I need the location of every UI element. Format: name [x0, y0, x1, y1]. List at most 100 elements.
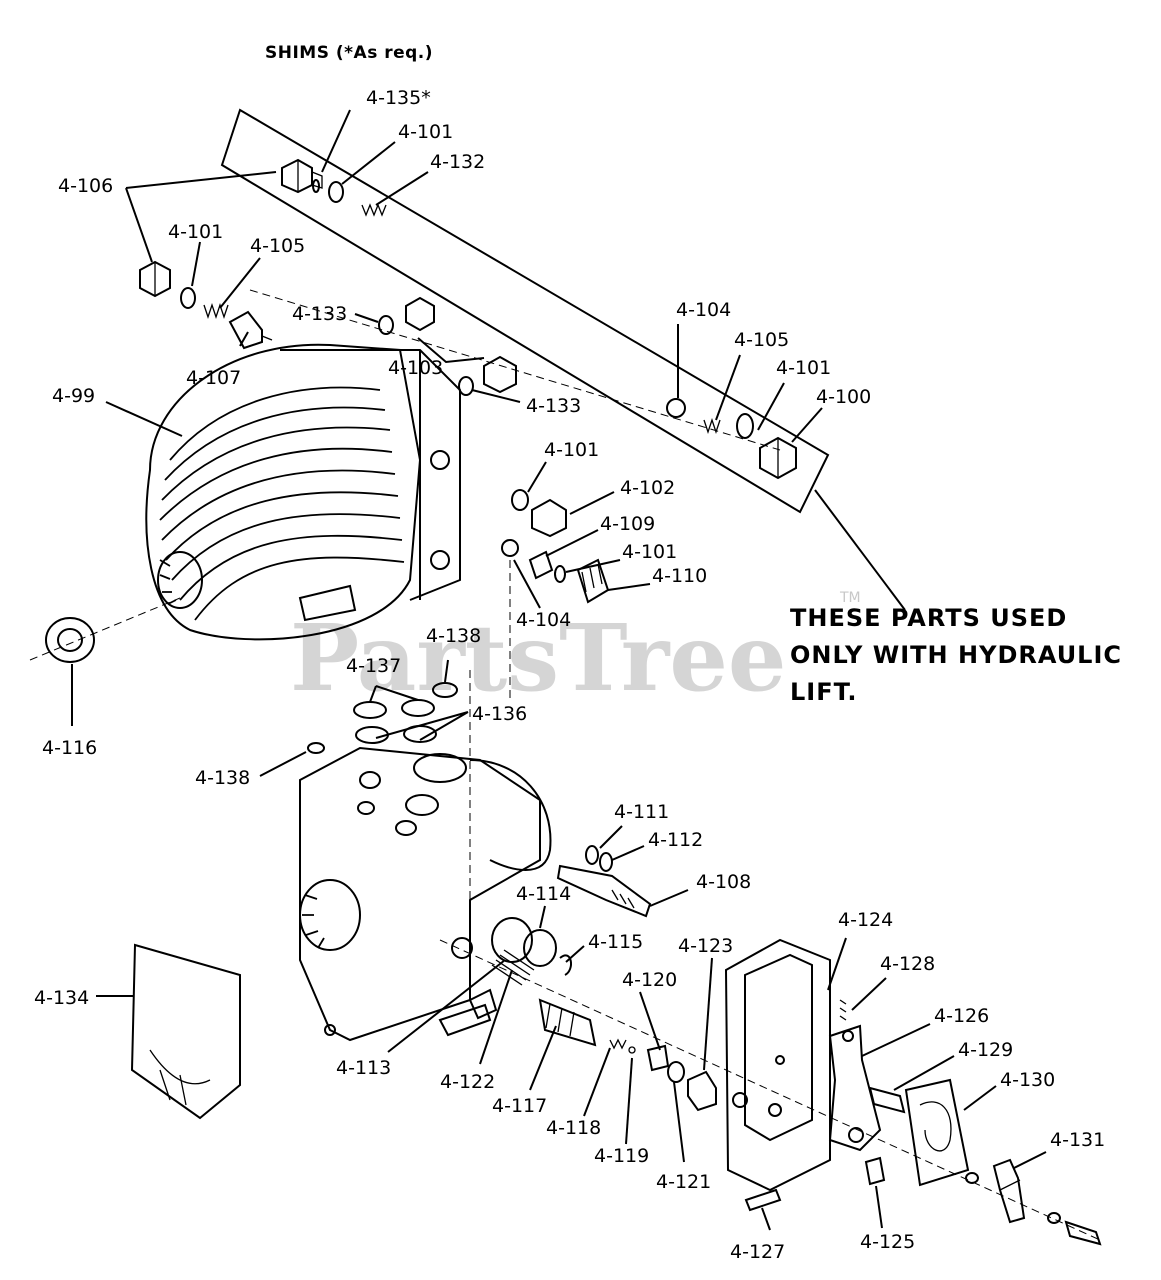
label-4-129: 4-129	[958, 1039, 1013, 1061]
label-4-101-mid: 4-101	[544, 439, 599, 461]
ball-4-104-lower	[501, 539, 519, 557]
hydraulic-note-line-3: LIFT.	[790, 678, 857, 706]
clip-4-115	[559, 954, 572, 976]
label-4-103: 4-103	[388, 357, 443, 379]
cover-4-124	[724, 938, 831, 1192]
seal-4-116-inner	[57, 628, 83, 652]
label-4-105-left: 4-105	[250, 235, 305, 257]
washer-4-131	[1047, 1212, 1061, 1224]
watermark-trademark: TM	[839, 590, 861, 606]
plug-4-106-lower	[139, 260, 171, 298]
pin-4-127	[744, 1188, 782, 1212]
plate-4-130	[904, 1078, 970, 1187]
part-labels: 4-135* 4-101 4-132 4-106 4-101 4-105 4-1…	[34, 87, 1105, 1263]
bolt-4-125	[864, 1156, 886, 1186]
label-4-99: 4-99	[52, 385, 95, 407]
label-4-138-upper: 4-138	[426, 625, 481, 647]
label-4-101-left: 4-101	[168, 221, 223, 243]
label-4-137: 4-137	[346, 655, 401, 677]
plug-4-103-lower	[483, 355, 517, 394]
label-4-115: 4-115	[588, 931, 643, 953]
label-4-133-lower: 4-133	[526, 395, 581, 417]
label-4-134: 4-134	[34, 987, 89, 1009]
label-4-135: 4-135*	[366, 87, 431, 109]
label-4-110: 4-110	[652, 565, 707, 587]
spring-4-105-right	[703, 417, 721, 435]
shaft-4-108	[556, 864, 652, 918]
label-4-100: 4-100	[816, 386, 871, 408]
plug-4-123	[687, 1070, 717, 1112]
label-4-109: 4-109	[600, 513, 655, 535]
ball-4-119	[628, 1046, 636, 1054]
axis-line-shaft	[29, 597, 181, 661]
bracket-4-134	[130, 943, 241, 1120]
housing-4-99	[145, 343, 461, 641]
washer-4-113	[491, 917, 533, 963]
spool-4-109	[528, 550, 554, 580]
washer-plate	[965, 1172, 979, 1184]
valve-4-117	[538, 998, 597, 1047]
plug-4-106-upper	[281, 158, 323, 194]
label-4-113: 4-113	[336, 1057, 391, 1079]
washer-4-101-left	[180, 287, 196, 309]
label-4-122: 4-122	[440, 1071, 495, 1093]
label-4-138-lower: 4-138	[195, 767, 250, 789]
label-4-101-low: 4-101	[622, 541, 677, 563]
label-4-131: 4-131	[1050, 1129, 1105, 1151]
washer-4-133-upper	[378, 315, 394, 335]
axis-line-top	[249, 289, 781, 451]
leader-lines	[71, 109, 1047, 1231]
seal-4-116	[45, 617, 95, 663]
label-4-104-lower: 4-104	[516, 609, 571, 631]
label-4-121: 4-121	[656, 1171, 711, 1193]
washer-4-101-right	[736, 413, 754, 439]
label-4-101-right: 4-101	[776, 357, 831, 379]
label-4-106: 4-106	[58, 175, 113, 197]
label-4-114: 4-114	[516, 883, 571, 905]
label-4-123: 4-123	[678, 935, 733, 957]
hydraulic-parts-enclosure	[220, 108, 830, 514]
plug-4-100	[759, 436, 797, 480]
axis-line-bottom	[439, 939, 1101, 1241]
hydraulic-note-line-2: ONLY WITH HYDRAULIC	[790, 641, 1122, 669]
washer-4-121	[667, 1061, 685, 1083]
ball-4-104-upper	[666, 398, 686, 418]
label-4-107: 4-107	[186, 367, 241, 389]
washer-4-114	[523, 929, 557, 967]
lever-4-126	[828, 1024, 882, 1152]
shim-4-135	[312, 179, 320, 193]
setscrew-4-128	[839, 999, 847, 1021]
label-4-124: 4-124	[838, 909, 893, 931]
label-4-111: 4-111	[614, 801, 669, 823]
hydraulic-note-line-1: THESE PARTS USED	[790, 604, 1067, 632]
hydraulic-note-leader	[814, 489, 906, 611]
label-4-119: 4-119	[594, 1145, 649, 1167]
spring-4-118	[609, 1038, 627, 1050]
washer-4-101-low	[554, 565, 566, 583]
label-4-128: 4-128	[880, 953, 935, 975]
spring-4-132	[361, 203, 387, 217]
shaft-gear	[157, 551, 203, 609]
label-4-104-upper: 4-104	[676, 299, 731, 321]
label-4-102: 4-102	[620, 477, 675, 499]
plug-4-102	[531, 498, 567, 538]
label-4-105-right: 4-105	[734, 329, 789, 351]
label-4-118: 4-118	[546, 1117, 601, 1139]
washer-4-133-lower	[458, 376, 474, 396]
label-4-116: 4-116	[42, 737, 97, 759]
label-4-108: 4-108	[696, 871, 751, 893]
label-4-133-upper: 4-133	[292, 303, 347, 325]
label-4-101-top: 4-101	[398, 121, 453, 143]
screw-4-131	[1064, 1220, 1102, 1246]
label-4-130: 4-130	[1000, 1069, 1055, 1091]
spring-4-105-left	[203, 302, 229, 320]
ring-4-112	[599, 852, 613, 872]
pump-body	[299, 746, 552, 1042]
label-4-125: 4-125	[860, 1231, 915, 1253]
label-4-127: 4-127	[730, 1241, 785, 1263]
clip-4-131	[992, 1158, 1026, 1224]
label-4-120: 4-120	[622, 969, 677, 991]
pump-gear	[299, 879, 361, 951]
label-4-132: 4-132	[430, 151, 485, 173]
